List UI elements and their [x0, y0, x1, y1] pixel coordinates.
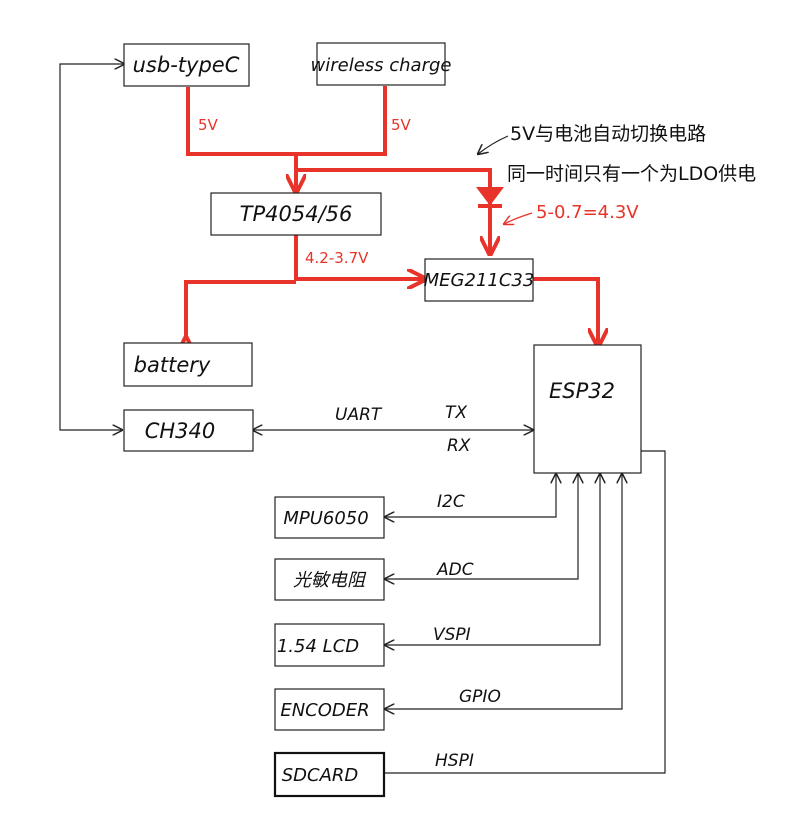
block-lcd: 1.54 LCD — [274, 623, 385, 667]
adc-line — [385, 474, 578, 579]
tp-to-meg-line — [294, 235, 423, 279]
block-tp4054: TP4054/56 — [210, 192, 382, 236]
sdcard-label: SDCARD — [282, 765, 359, 786]
bus-to-meg-line — [296, 168, 490, 252]
block-photoresistor: 光敏电阻 — [274, 558, 385, 601]
encoder-label: ENCODER — [280, 700, 369, 721]
block-wireless-charge: wireless charge — [311, 42, 452, 86]
meg211c33-label: MEG211C33 — [424, 270, 535, 291]
block-meg211c33: MEG211C33 — [424, 258, 535, 302]
gpio-line — [385, 474, 622, 709]
diode-annotation-arrow — [504, 212, 533, 224]
tx-label: TX — [445, 403, 467, 423]
battery-label: battery — [134, 353, 211, 377]
i2c-line — [385, 474, 556, 517]
block-encoder: ENCODER — [274, 688, 385, 731]
battery-voltage-label: 4.2-3.7V — [305, 249, 369, 267]
diode-voltage-label: 5-0.7=4.3V — [536, 202, 639, 223]
vspi-label: VSPI — [433, 625, 471, 645]
wireless-voltage-label: 5V — [391, 116, 412, 134]
vspi-line — [385, 474, 600, 645]
usb-typec-label: usb-typeC — [133, 53, 240, 77]
meg-to-esp32-line — [533, 277, 598, 344]
photoresistor-label: 光敏电阻 — [293, 570, 367, 591]
rx-label: RX — [447, 436, 471, 456]
block-mpu6050: MPU6050 — [274, 496, 385, 539]
hspi-line — [385, 450, 666, 774]
ch340-label: CH340 — [145, 419, 216, 443]
tp-to-battery-line — [186, 280, 296, 340]
wireless-charge-label: wireless charge — [311, 55, 452, 76]
i2c-label: I2C — [437, 492, 465, 512]
uart-label: UART — [335, 405, 383, 425]
esp32-label: ESP32 — [549, 379, 615, 403]
note-line-1: 5V与电池自动切换电路 — [510, 123, 706, 145]
usb-ch340-line — [59, 64, 124, 430]
block-usb-typec: usb-typeC — [123, 43, 250, 87]
lcd-label: 1.54 LCD — [277, 636, 359, 657]
mpu6050-label: MPU6050 — [283, 508, 368, 529]
note-pointer-arrow — [478, 135, 509, 154]
power-wiring — [186, 86, 598, 344]
gpio-label: GPIO — [459, 687, 501, 707]
note-line-2: 同一时间只有一个为LDO供电 — [507, 163, 756, 185]
block-ch340: CH340 — [123, 409, 254, 452]
adc-label: ADC — [436, 560, 474, 580]
usb-voltage-label: 5V — [198, 116, 219, 134]
block-sdcard: SDCARD — [273, 751, 386, 798]
hspi-label: HSPI — [435, 751, 474, 771]
tp4054-label: TP4054/56 — [240, 202, 353, 226]
diode-icon — [476, 187, 504, 206]
signal-wiring — [59, 64, 666, 774]
block-battery: battery — [123, 342, 253, 387]
block-esp32: ESP32 — [533, 344, 642, 474]
